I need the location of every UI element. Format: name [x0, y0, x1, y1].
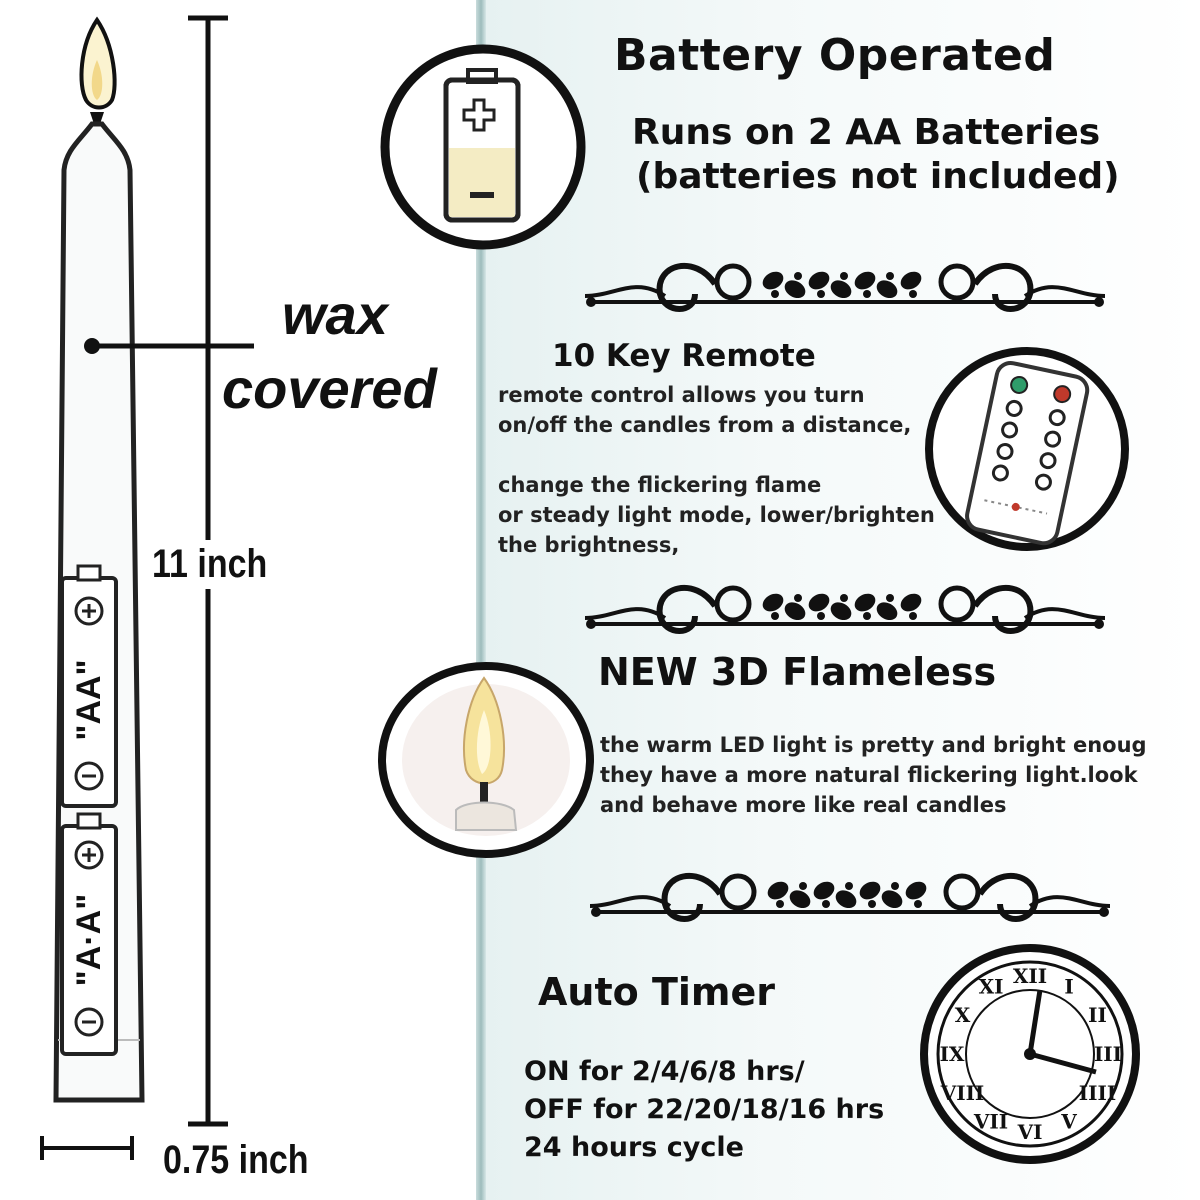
- battery-1-icon: "AA": [60, 564, 118, 808]
- remote-text-line-4: or steady light mode, lower/brighten: [498, 503, 935, 527]
- battery-circle-icon: [380, 44, 586, 250]
- ornament-divider-1: [584, 263, 1106, 312]
- clock-numeral: IX: [940, 1042, 965, 1066]
- flameless-text-line-2: they have a more natural flickering ligh…: [600, 763, 1138, 787]
- battery-2-label: "A·A": [70, 894, 108, 987]
- remote-text-line-3: change the flickering flame: [498, 473, 822, 497]
- timer-section-title: Auto Timer: [538, 970, 776, 1014]
- remote-text-line-5: the brightness,: [498, 533, 680, 557]
- timer-text-line-2: OFF for 22/20/18/16 hrs: [524, 1094, 885, 1125]
- width-dimension-line: [40, 1136, 134, 1160]
- wax-label-line1: wax: [282, 283, 388, 346]
- ornament-divider-2: [584, 585, 1106, 634]
- flameless-text-line-1: the warm LED light is pretty and bright …: [600, 733, 1148, 757]
- wax-pointer-line: [84, 338, 254, 354]
- clock-numeral: VIII: [940, 1081, 985, 1105]
- width-label: 0.75 inch: [163, 1138, 309, 1182]
- clock-numeral: I: [1064, 975, 1073, 999]
- clock-numeral: XII: [1013, 964, 1047, 988]
- clock-numeral: VII: [973, 1110, 1008, 1134]
- battery-line-1: Runs on 2 AA Batteries: [632, 112, 1101, 153]
- clock-numeral: XI: [979, 975, 1004, 999]
- battery-2-icon: "A·A": [60, 812, 118, 1056]
- clock-numeral: II: [1088, 1003, 1107, 1027]
- flameless-text-line-3: and behave more like real candles: [600, 793, 1007, 817]
- battery-section-title: Battery Operated: [614, 30, 1056, 81]
- flameless-text-block: the warm LED light is pretty and bright …: [600, 730, 1148, 820]
- clock-numeral: III: [1094, 1042, 1122, 1066]
- clock-numeral: X: [955, 1003, 971, 1027]
- ornament-divider-3: [589, 873, 1111, 922]
- clock-numeral: VI: [1017, 1120, 1043, 1144]
- wax-label-line2: covered: [222, 357, 437, 420]
- led-candle-icon: [378, 662, 594, 858]
- timer-text-line-3: 24 hours cycle: [524, 1132, 744, 1163]
- remote-text-line-2: on/off the candles from a distance,: [498, 413, 912, 437]
- candle-illustration: "AA" "A·A": [40, 16, 145, 1160]
- remote-section-title: 10 Key Remote: [552, 338, 816, 374]
- timer-text-line-1: ON for 2/4/6/8 hrs/: [524, 1056, 805, 1087]
- battery-line-2: (batteries not included): [636, 156, 1120, 197]
- remote-text-line-1: remote control allows you turn: [498, 383, 865, 407]
- clock-numeral: V: [1060, 1110, 1077, 1134]
- panel-divider: [476, 0, 486, 1200]
- battery-1-label: "AA": [70, 659, 108, 740]
- clock-numeral: IIII: [1079, 1081, 1116, 1105]
- remote-control-icon: [925, 347, 1129, 551]
- flameless-section-title: NEW 3D Flameless: [598, 650, 997, 694]
- height-label: 11 inch: [152, 540, 268, 589]
